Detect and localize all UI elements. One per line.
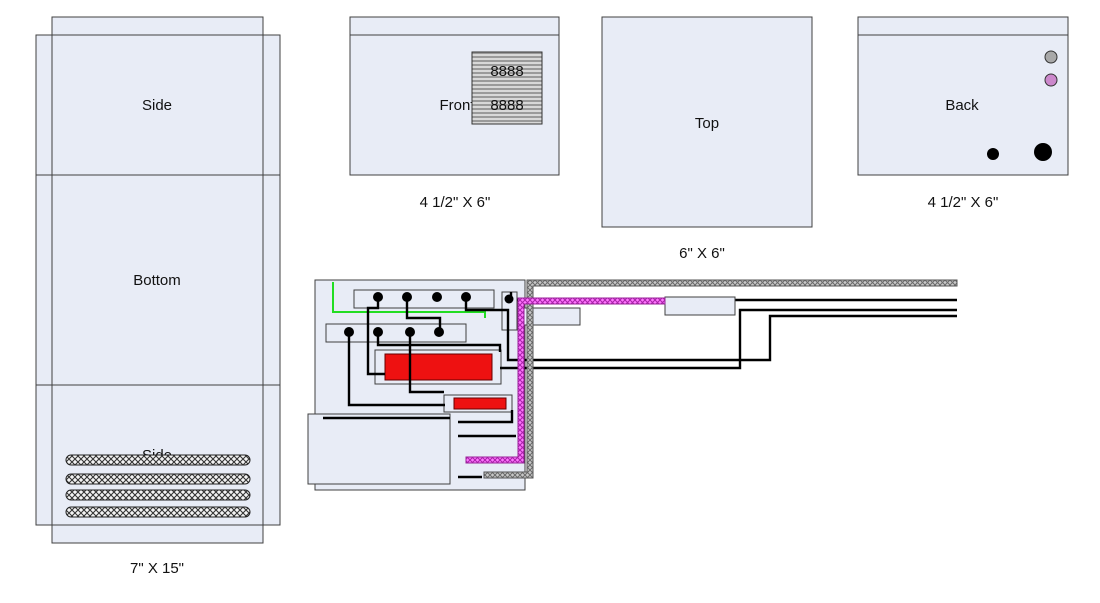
vent-grille (65, 454, 251, 518)
back-panel-body (857, 16, 1069, 176)
terminal-screw-icon (432, 292, 442, 302)
bottom-label: Bottom (133, 272, 181, 289)
back-dimension: 4 1/2" X 6" (928, 194, 999, 211)
wire (500, 308, 957, 370)
wire (405, 297, 442, 330)
power-supply-box (307, 413, 451, 485)
grey-led-icon (1044, 50, 1058, 64)
side-top-label: Side (142, 97, 172, 114)
heater-element-small (453, 397, 507, 410)
wire (347, 332, 445, 407)
small-jack-icon (987, 148, 999, 160)
vent-slot (65, 506, 251, 518)
green-wire (332, 282, 486, 318)
wire (464, 297, 520, 362)
vent-slot (65, 473, 251, 485)
wire (376, 332, 502, 352)
net-bottom-flap (51, 524, 264, 544)
terminal-screw-icon (402, 292, 412, 302)
vent-slot (65, 489, 251, 501)
inline-connector (664, 296, 736, 316)
terminal-screw-icon (405, 327, 415, 337)
wire (408, 332, 444, 394)
terminal-screw-icon (434, 327, 444, 337)
wire (520, 314, 957, 362)
front-dimension: 4 1/2" X 6" (420, 194, 491, 211)
lcd-line-2: 8888 (490, 97, 523, 114)
terminal-strip-upper (353, 289, 495, 309)
top-panel-body (601, 16, 813, 228)
relay-terminal-icon (504, 294, 514, 304)
terminal-screw-icon (344, 327, 354, 337)
heater-element-large (384, 353, 493, 381)
wire (458, 410, 514, 424)
terminal-screw-icon (461, 292, 471, 302)
back-label: Back (945, 97, 979, 114)
top-label: Top (695, 115, 719, 132)
wiring-layout (307, 279, 958, 491)
terminal-strip-lower (325, 323, 467, 343)
net-dimension: 7" X 15" (130, 560, 184, 577)
net-body (51, 34, 264, 526)
box-net: Side Bottom Side 7" X 15" (35, 16, 281, 577)
front-panel: Front 8888 8888 4 1/2" X 6" (349, 16, 560, 211)
back-panel: Back 4 1/2" X 6" (857, 16, 1069, 211)
net-left-flap (35, 34, 54, 526)
magenta-sheathed-cable (465, 297, 666, 464)
terminal-screw-icon (373, 292, 383, 302)
large-jack-icon (1034, 143, 1052, 161)
lcd-display (471, 51, 543, 125)
pink-led-icon (1044, 73, 1058, 87)
top-dimension: 6" X 6" (679, 245, 725, 262)
top-panel: Top 6" X 6" (601, 16, 813, 262)
lcd-line-1: 8888 (490, 63, 523, 80)
terminal-screw-icon (373, 327, 383, 337)
net-right-flap (262, 34, 281, 526)
net-top-flap (51, 16, 264, 36)
front-label: Front (439, 97, 475, 114)
vent-slot (65, 454, 251, 466)
wire (366, 297, 385, 376)
